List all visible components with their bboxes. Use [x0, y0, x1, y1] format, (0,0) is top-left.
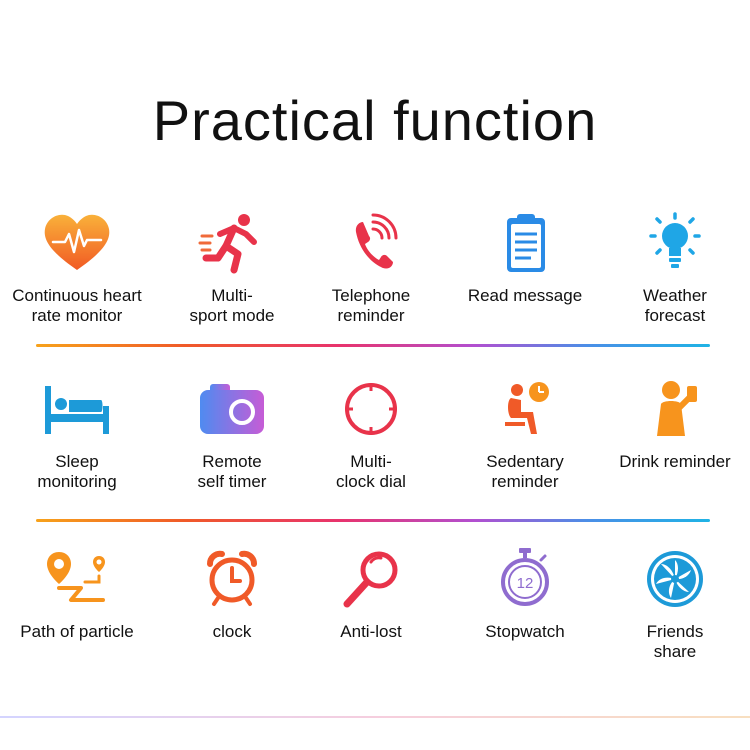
feature-label: Anti-lost	[340, 622, 402, 641]
dial-icon	[345, 383, 397, 435]
feature-weather: Weather forecast	[600, 212, 750, 326]
map-path-icon	[47, 552, 105, 602]
alarm-clock-icon	[207, 550, 257, 606]
feature-heart-rate: Continuous heart rate monitor	[2, 212, 152, 326]
feature-telephone: Telephone reminder	[296, 212, 446, 326]
feature-label: Sedentary reminder	[486, 452, 564, 491]
divider	[36, 344, 710, 347]
feature-row-1: Continuous heart rate monitor Multi- spo…	[0, 212, 750, 342]
feature-label: Multi- sport mode	[189, 286, 275, 325]
feature-read-message: Read message	[450, 212, 600, 306]
drinking-person-icon	[657, 381, 697, 436]
feature-label: Friends share	[646, 622, 704, 661]
feature-clock: clock	[157, 548, 307, 642]
feature-drink: Drink reminder	[600, 378, 750, 472]
feature-anti-lost: Anti-lost	[296, 548, 446, 642]
stopwatch-icon: 12	[501, 548, 549, 606]
feature-label: Path of particle	[20, 622, 134, 641]
phone-icon	[355, 213, 398, 269]
feature-label: Stopwatch	[485, 622, 565, 641]
running-icon	[198, 214, 257, 274]
feature-label: Weather forecast	[643, 286, 707, 325]
feature-label: Sleep monitoring	[37, 452, 117, 491]
feature-multi-sport: Multi- sport mode	[157, 212, 307, 326]
heart-rate-icon	[44, 214, 110, 270]
feature-label: Telephone reminder	[331, 286, 411, 325]
feature-row-3: Path of particle clock Anti-lost 12	[0, 548, 750, 678]
feature-stopwatch: 12 Stopwatch	[450, 548, 600, 642]
feature-remote-timer: Remote self timer	[157, 378, 307, 492]
bottom-border	[0, 716, 750, 718]
divider	[36, 519, 710, 522]
page-title: Practical function	[152, 89, 598, 152]
feature-sleep: Sleep monitoring	[2, 378, 152, 492]
bed-icon	[45, 386, 109, 434]
feature-row-2: Sleep monitoring Remote self timer Multi…	[0, 378, 750, 508]
feature-label: Continuous heart rate monitor	[12, 286, 142, 325]
stopwatch-number: 12	[517, 575, 534, 592]
lightbulb-icon	[649, 212, 701, 268]
feature-path: Path of particle	[2, 548, 152, 642]
clipboard-icon	[507, 214, 545, 272]
feature-label: clock	[212, 622, 252, 641]
feature-label: Multi- clock dial	[336, 452, 406, 491]
camera-icon	[200, 384, 264, 434]
magnifier-icon	[343, 551, 398, 608]
feature-sedentary: Sedentary reminder	[450, 378, 600, 492]
share-fan-icon	[647, 551, 703, 607]
feature-friends-share: Friends share	[600, 548, 750, 662]
feature-label: Drink reminder	[619, 452, 731, 471]
feature-label: Remote self timer	[197, 452, 267, 491]
feature-multi-clock-dial: Multi- clock dial	[296, 378, 446, 492]
feature-label: Read message	[467, 286, 583, 305]
sitting-person-icon	[505, 382, 549, 434]
